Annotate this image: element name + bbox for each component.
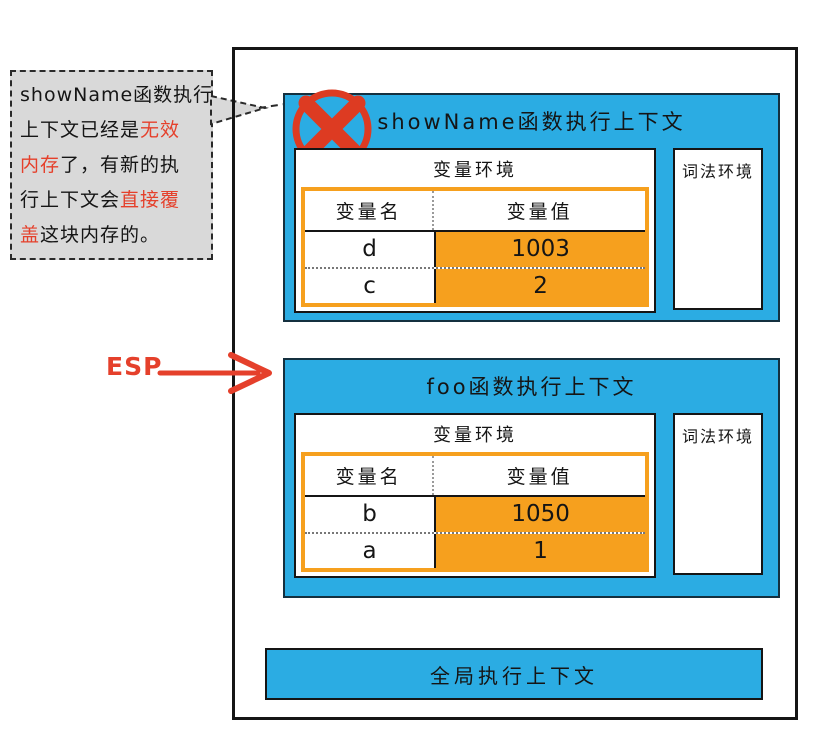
note-callout: showName函数执行 上下文已经是无效 内存了，有新的执 行上下文会直接覆 … xyxy=(10,70,213,260)
lexical-environment-label: 词法环境 xyxy=(681,162,754,181)
header-cell-value: 变量值 xyxy=(506,466,573,488)
header-cell-name: 变量名 xyxy=(305,191,435,230)
header-cell-name: 变量名 xyxy=(305,456,435,495)
variable-environment-label: 变量环境 xyxy=(433,160,517,181)
table-row: a 1 xyxy=(305,531,645,568)
note-text-segment: 无效 xyxy=(140,119,181,141)
call-stack-container: showName函数执行上下文 变量环境 变量名 变量值 d 1003 c 2 xyxy=(232,47,798,720)
note-text-segment: 上下文已经是 xyxy=(20,119,141,141)
lexical-environment-box: 词法环境 xyxy=(673,413,763,575)
note-text-segment: 内存 xyxy=(20,154,61,176)
frame-showname-context: showName函数执行上下文 变量环境 变量名 变量值 d 1003 c 2 xyxy=(283,89,780,322)
global-context-bar: 全局执行上下文 xyxy=(265,648,763,700)
note-text-segment: 盖 xyxy=(20,224,41,246)
note-text-segment: 了，有新的执 xyxy=(60,154,181,176)
variable-name-cell: d xyxy=(362,236,377,263)
variable-environment-box: 变量环境 变量名 变量值 d 1003 c 2 xyxy=(294,148,656,313)
variable-environment-label: 变量环境 xyxy=(433,425,517,446)
esp-arrow-icon xyxy=(157,352,272,394)
note-text-segment: 行上下文会 xyxy=(20,189,121,211)
global-context-label: 全局执行上下文 xyxy=(430,663,598,688)
note-text-segment: 直接覆 xyxy=(120,189,181,211)
note-text-segment: showName函数执行 xyxy=(20,84,214,106)
variable-name-cell: b xyxy=(362,501,377,528)
variable-table: 变量名 变量值 b 1050 a 1 xyxy=(301,452,649,572)
table-row: c 2 xyxy=(305,266,645,303)
variable-name-cell: c xyxy=(363,272,376,299)
variable-value-cell: 1 xyxy=(434,533,645,568)
variable-environment-box: 变量环境 变量名 变量值 b 1050 a 1 xyxy=(294,413,656,578)
variable-value-cell: 1050 xyxy=(434,497,645,532)
frame-title: showName函数执行上下文 xyxy=(377,110,686,134)
variable-value-cell: 2 xyxy=(434,268,645,303)
variable-value-cell: 1003 xyxy=(434,232,645,267)
note-line: 行上下文会直接覆 xyxy=(20,183,207,218)
variable-name-cell: a xyxy=(362,537,377,564)
variable-table: 变量名 变量值 d 1003 c 2 xyxy=(301,187,649,307)
note-line: 上下文已经是无效 xyxy=(20,113,207,148)
lexical-environment-box: 词法环境 xyxy=(673,148,763,310)
table-header-row: 变量名 变量值 xyxy=(305,456,645,497)
callout-pointer-icon xyxy=(210,94,286,126)
esp-label: ESP xyxy=(106,352,163,381)
header-cell-value: 变量值 xyxy=(506,201,573,223)
table-header-row: 变量名 变量值 xyxy=(305,191,645,232)
table-row: b 1050 xyxy=(305,497,645,532)
lexical-environment-label: 词法环境 xyxy=(681,427,754,446)
frame-title: foo函数执行上下文 xyxy=(426,375,637,399)
note-text-segment: 这块内存的。 xyxy=(40,224,161,246)
note-line: 盖这块内存的。 xyxy=(20,218,207,253)
note-line: 内存了，有新的执 xyxy=(20,148,207,183)
frame-foo-context: foo函数执行上下文 变量环境 变量名 变量值 b 1050 a 1 xyxy=(283,358,780,598)
table-row: d 1003 xyxy=(305,232,645,267)
note-line: showName函数执行 xyxy=(20,78,212,113)
